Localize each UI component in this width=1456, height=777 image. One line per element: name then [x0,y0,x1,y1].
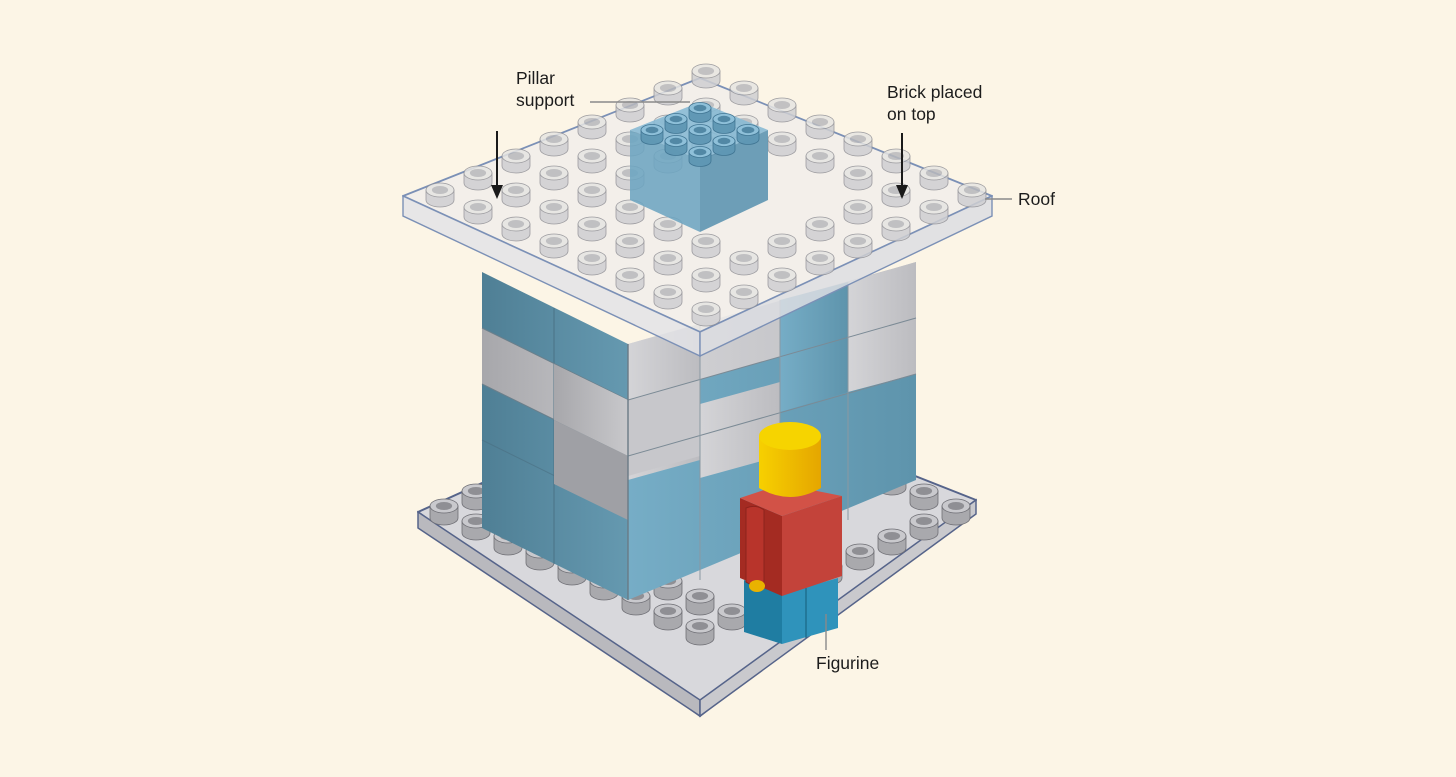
stud [805,148,835,174]
stud [691,233,721,259]
stud [843,199,873,225]
brick-label-line2: on top [887,104,936,124]
stud [843,233,873,259]
stud [429,498,459,526]
stud [688,124,712,145]
stud [653,603,683,631]
stud [845,543,875,571]
stud [919,165,949,191]
stud [539,131,569,157]
leader-lines [590,101,1012,650]
stud [729,284,759,310]
brick-placed-on-top-label: Brick placed on top [887,81,982,125]
stud [539,233,569,259]
stud [712,113,736,134]
arrow-left [491,131,503,199]
roof-label: Roof [1018,189,1055,209]
stud [805,250,835,276]
pillar-support-label-line2: support [516,90,575,110]
brick-label-line1: Brick placed [887,82,983,102]
stud [664,113,688,134]
stud [736,124,760,145]
stud [463,165,493,191]
stud [688,102,712,123]
stud [767,97,797,123]
stud [577,182,607,208]
stud [767,131,797,157]
stud [691,267,721,293]
stud [640,124,664,145]
pillar-support-label-line1: Pillar [516,68,555,88]
stud [688,146,712,167]
stud [685,588,715,616]
wall-left [481,272,629,600]
stud [685,618,715,646]
stud [463,199,493,225]
stud [653,80,683,106]
stud [957,182,987,208]
stud [577,148,607,174]
stud [729,250,759,276]
stud [577,114,607,140]
stud [577,250,607,276]
arrow-right [896,133,908,199]
pillar-support-label: Pillar support [516,67,574,111]
stud [919,199,949,225]
stud [805,216,835,242]
stud [877,528,907,556]
stud [691,63,721,89]
stud [653,284,683,310]
stud [909,483,939,511]
stud [615,233,645,259]
stud [664,135,688,156]
stud [767,267,797,293]
stud [501,148,531,174]
stud [843,165,873,191]
stud [729,80,759,106]
stud [767,233,797,259]
figurine-label: Figurine [816,653,880,673]
stud [653,250,683,276]
figurine [740,422,842,644]
stud [501,216,531,242]
stud [615,267,645,293]
stud [941,498,971,526]
stud [539,165,569,191]
stud [501,182,531,208]
stud [909,513,939,541]
stud [691,301,721,327]
stud [712,135,736,156]
pillar-studs [640,102,760,167]
stud [843,131,873,157]
stud [615,199,645,225]
stud [881,148,911,174]
stud [717,603,747,631]
stud [539,199,569,225]
stud [881,216,911,242]
stud [805,114,835,140]
stud [577,216,607,242]
stud [425,182,455,208]
